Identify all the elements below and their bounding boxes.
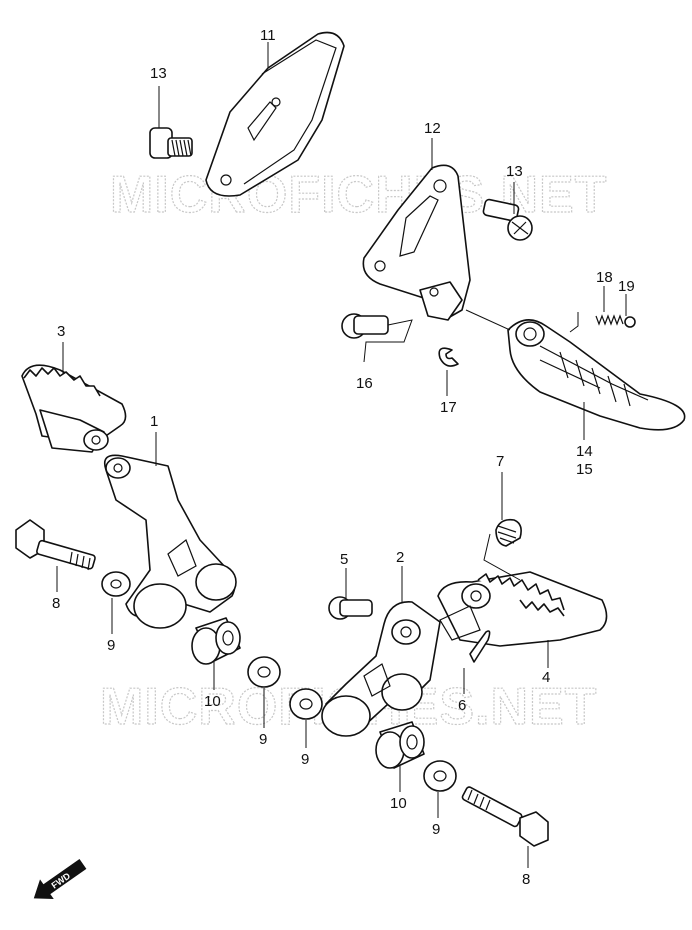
callout-19: 19 bbox=[618, 278, 635, 295]
callout-15: 15 bbox=[576, 461, 593, 478]
callout-18: 18 bbox=[596, 269, 613, 286]
bushing-10-b bbox=[375, 721, 425, 792]
callout-5: 5 bbox=[340, 551, 348, 568]
callout-13-right: 13 bbox=[506, 163, 523, 180]
footrest-4 bbox=[437, 571, 608, 668]
pin-16 bbox=[341, 313, 413, 363]
washer-9-b bbox=[247, 656, 281, 728]
spring-7 bbox=[483, 472, 522, 581]
bushing-10-a bbox=[191, 617, 241, 690]
callout-8-right: 8 bbox=[522, 871, 530, 888]
callout-3: 3 bbox=[57, 323, 65, 340]
ball-19 bbox=[624, 294, 636, 328]
callout-7: 7 bbox=[496, 453, 504, 470]
washer-9-a bbox=[101, 571, 131, 634]
callout-10-a: 10 bbox=[204, 693, 221, 710]
watermark-top: MICROFICHES.NET bbox=[110, 166, 607, 224]
callout-10-b: 10 bbox=[390, 795, 407, 812]
callout-9-a: 9 bbox=[107, 637, 115, 654]
callout-9-c: 9 bbox=[301, 751, 309, 768]
footrest-14-15 bbox=[465, 309, 686, 440]
fwd-arrow-icon: FWD bbox=[33, 859, 87, 900]
callout-9-d: 9 bbox=[432, 821, 440, 838]
bolt-13-right bbox=[482, 182, 533, 241]
callout-17: 17 bbox=[440, 399, 457, 416]
callout-16: 16 bbox=[356, 375, 373, 392]
callout-11: 11 bbox=[260, 27, 276, 44]
callout-14: 14 bbox=[576, 443, 593, 460]
spring-18 bbox=[569, 286, 624, 333]
washer-9-c bbox=[289, 688, 323, 748]
bracket-12 bbox=[362, 138, 471, 321]
cotter-pin-6 bbox=[463, 630, 491, 694]
callout-6: 6 bbox=[458, 697, 466, 714]
washer-9-d bbox=[423, 760, 457, 818]
callout-9-b: 9 bbox=[259, 731, 267, 748]
bolt-13-top-left bbox=[149, 86, 193, 159]
bolt-8-left bbox=[15, 519, 96, 592]
plate-11 bbox=[205, 31, 345, 197]
footrest-3 bbox=[21, 342, 127, 453]
pin-5 bbox=[328, 568, 373, 620]
callout-12: 12 bbox=[424, 120, 441, 137]
callout-13-top: 13 bbox=[150, 65, 167, 82]
bracket-1 bbox=[103, 432, 237, 629]
callout-1: 1 bbox=[150, 413, 158, 430]
clip-17 bbox=[438, 347, 459, 396]
callout-8-left: 8 bbox=[52, 595, 60, 612]
callout-2: 2 bbox=[396, 549, 404, 566]
callout-4: 4 bbox=[542, 669, 550, 686]
bolt-8-right bbox=[461, 786, 549, 868]
bracket-2 bbox=[321, 566, 441, 737]
